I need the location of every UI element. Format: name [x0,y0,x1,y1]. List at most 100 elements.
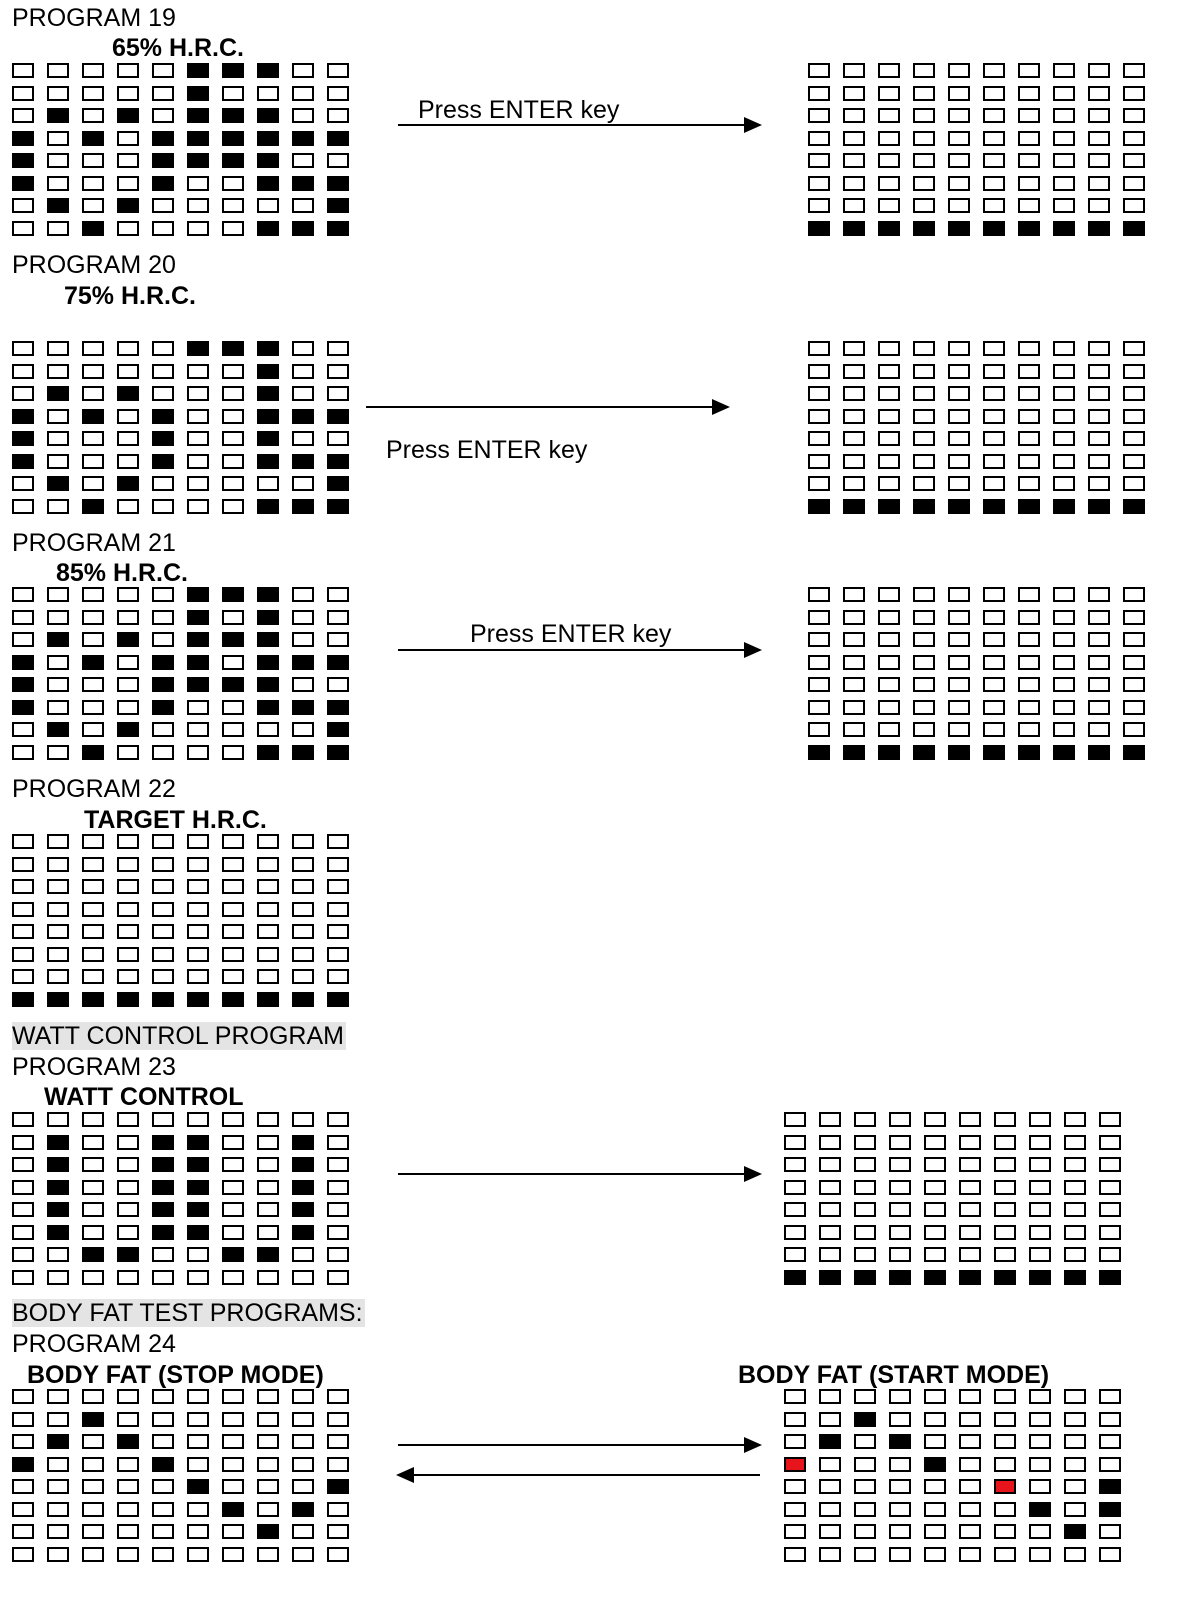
led-cell-off [257,1434,279,1449]
led-cell-on [1053,221,1075,236]
led-cell-off [843,454,865,469]
led-cell-off [82,587,104,602]
led-cell-off [82,1502,104,1517]
led-cell-off [1123,700,1145,715]
led-cell-off [327,1270,349,1285]
led-cell-off [152,902,174,917]
program-24-stop-grid [12,1389,349,1562]
led-cell-off [983,341,1005,356]
led-cell-off [292,153,314,168]
led-cell-off [1018,153,1040,168]
led-cell-off [1088,108,1110,123]
led-cell-off [222,857,244,872]
led-cell-off [1123,341,1145,356]
led-cell-off [327,63,349,78]
led-cell-on [808,499,830,514]
led-cell-off [1064,1479,1086,1494]
led-cell-on [878,745,900,760]
led-cell-on [82,409,104,424]
led-cell-off [117,700,139,715]
led-cell-on [152,700,174,715]
led-cell-off [12,857,34,872]
led-cell-on [292,1502,314,1517]
led-cell-off [819,1225,841,1240]
led-cell-off [292,341,314,356]
led-cell-off [924,1157,946,1172]
led-cell-off [12,499,34,514]
led-cell-on [187,1157,209,1172]
program-19-led-grid [12,63,349,236]
led-cell-off [924,1502,946,1517]
led-cell-on [152,431,174,446]
led-cell-off [82,176,104,191]
led-cell-on [187,677,209,692]
led-cell-off [948,587,970,602]
led-cell-off [117,176,139,191]
led-cell-off [82,108,104,123]
led-cell-off [959,1547,981,1562]
led-cell-on [1064,1524,1086,1539]
led-cell-off [889,1479,911,1494]
led-cell-off [257,1112,279,1127]
led-cell-on [257,677,279,692]
led-cell-off [152,1112,174,1127]
led-cell-off [878,476,900,491]
led-cell-off [1123,63,1145,78]
program-20-title: 75% H.R.C. [64,282,196,310]
led-cell-off [327,386,349,401]
led-cell-off [327,1524,349,1539]
led-cell-off [983,364,1005,379]
led-cell-off [808,63,830,78]
led-cell-off [1064,1225,1086,1240]
led-cell-off [1018,131,1040,146]
led-cell-off [12,1524,34,1539]
led-cell-off [994,1225,1016,1240]
led-cell-off [1123,431,1145,446]
led-cell-off [878,63,900,78]
led-cell-off [152,834,174,849]
program-20-arrow [366,399,730,415]
led-cell-off [117,1412,139,1427]
led-cell-off [948,610,970,625]
led-cell-on [1088,499,1110,514]
led-cell-off [1029,1135,1051,1150]
led-cell-on [47,1135,69,1150]
led-cell-off [82,1547,104,1562]
led-cell-on [187,1135,209,1150]
program-24-start-title: BODY FAT (START MODE) [738,1361,1050,1389]
led-cell-off [878,677,900,692]
led-cell-off [1123,176,1145,191]
led-cell-off [994,1412,1016,1427]
led-cell-off [117,1157,139,1172]
led-cell-off [117,677,139,692]
led-cell-off [222,610,244,625]
led-cell-off [47,1412,69,1427]
led-cell-off [292,108,314,123]
led-cell-off [948,409,970,424]
led-cell-off [913,722,935,737]
led-cell-off [12,386,34,401]
led-cell-off [784,1202,806,1217]
led-cell-off [292,902,314,917]
led-cell-off [187,1412,209,1427]
led-cell-off [1029,1479,1051,1494]
led-cell-on [222,63,244,78]
led-cell-off [1053,63,1075,78]
led-cell-on [854,1412,876,1427]
led-cell-off [819,1457,841,1472]
led-cell-off [1053,86,1075,101]
led-cell-off [47,1524,69,1539]
led-cell-on [1018,745,1040,760]
led-cell-off [257,198,279,213]
program-23-title: WATT CONTROL [44,1083,244,1111]
led-cell-red [784,1457,806,1472]
led-cell-off [819,1502,841,1517]
led-cell-on [292,499,314,514]
led-cell-off [889,1247,911,1262]
led-cell-off [47,454,69,469]
led-cell-off [994,1180,1016,1195]
led-cell-off [854,1135,876,1150]
led-cell-off [257,969,279,984]
led-cell-off [222,722,244,737]
led-cell-off [47,969,69,984]
